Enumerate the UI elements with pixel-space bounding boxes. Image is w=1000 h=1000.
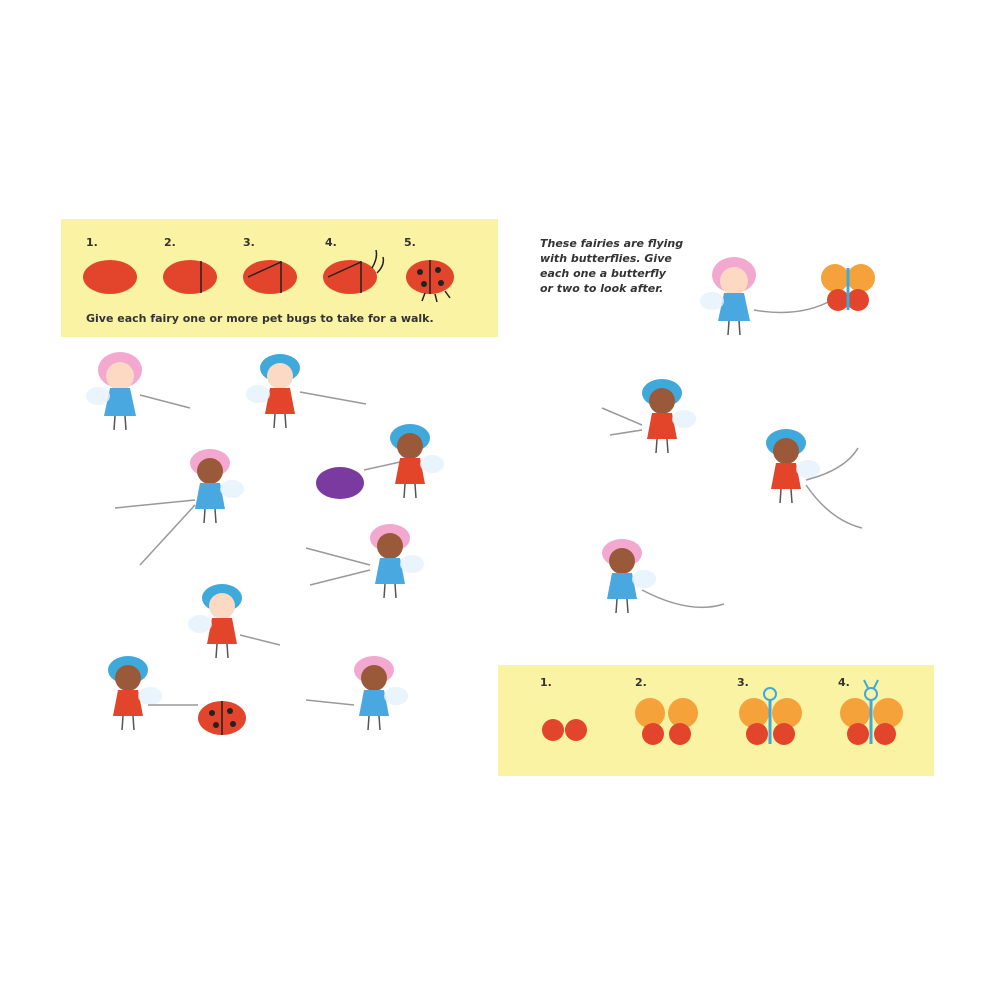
ladybird-caption: Give each fairy one or more pet bugs to …	[86, 312, 434, 325]
ladybird-step-2-icon	[163, 260, 217, 294]
ladybird-step-1-icon	[83, 260, 137, 294]
intro-line-4: or two to look after.	[540, 282, 664, 295]
fairy-pink-hair-flying-1	[699, 256, 757, 336]
fairy-pink-hair-1	[85, 351, 143, 431]
fairy-blue-hair-2	[389, 423, 445, 499]
butterfly-step-2-label: 2.	[635, 676, 647, 689]
butterfly-step-1-icon	[542, 719, 587, 741]
ladybird-step-5-label: 5.	[404, 236, 416, 249]
intro-line-2: with butterflies. Give	[540, 252, 672, 265]
fairy-pink-hair-3	[369, 523, 425, 599]
fairy-blue-hair-4	[107, 655, 163, 731]
ladybird-step-5-icon	[405, 259, 455, 303]
ladybird-step-1-label: 1.	[86, 236, 98, 249]
butterfly-step-2-icon	[635, 698, 698, 745]
ladybird-step-4-icon	[323, 249, 385, 294]
fairy-blue-hair-3	[187, 583, 243, 659]
ladybird-step-4-label: 4.	[325, 236, 337, 249]
intro-line-3: each one a butterfly	[540, 267, 666, 280]
intro-line-1: These fairies are flying	[540, 237, 684, 250]
ladybird-bug-walking	[197, 700, 247, 736]
woodlouse-bug	[316, 467, 364, 499]
butterfly-step-3-label: 3.	[737, 676, 749, 689]
fairy-pink-hair-2	[189, 448, 245, 524]
ladybird-step-3-label: 3.	[243, 236, 255, 249]
fairy-pink-hair-flying-2	[601, 538, 657, 614]
butterfly-intro-text: These fairies are flying with butterflie…	[540, 236, 683, 296]
butterfly-flying	[819, 262, 877, 313]
butterfly-step-4-icon	[840, 679, 903, 745]
fairy-blue-hair-1	[245, 353, 301, 429]
ladybird-step-2-label: 2.	[164, 236, 176, 249]
fairy-blue-hair-flying-1	[641, 378, 697, 454]
fairy-pink-hair-4	[353, 655, 409, 731]
ladybird-step-3-icon	[243, 260, 297, 294]
butterfly-step-4-label: 4.	[838, 676, 850, 689]
butterfly-step-3-icon	[739, 687, 802, 745]
butterfly-step-1-label: 1.	[540, 676, 552, 689]
